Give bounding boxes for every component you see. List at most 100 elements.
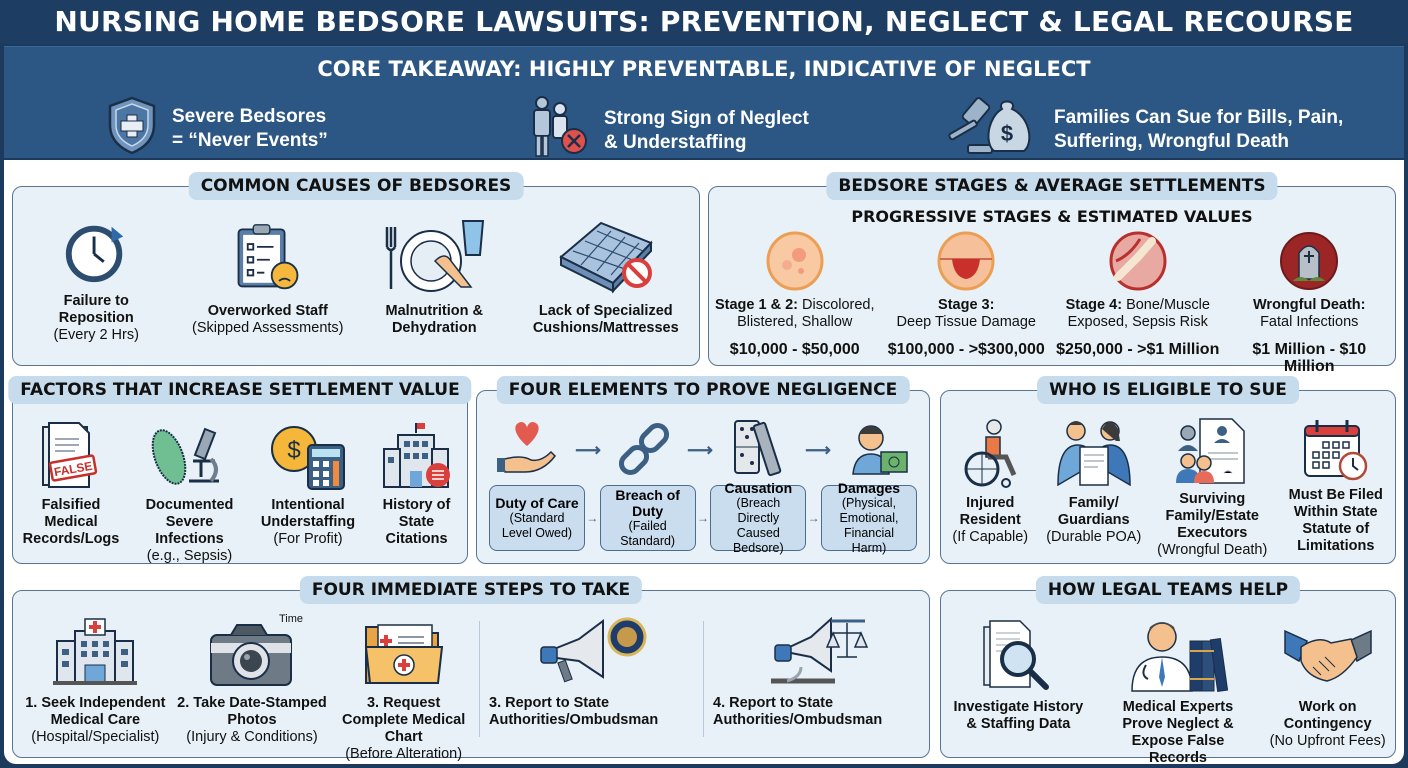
element-label: Breach of Duty: [615, 487, 680, 519]
core-item-line2: Suffering, Wrongful Death: [1054, 130, 1290, 152]
stage-3-icon: [936, 231, 996, 291]
element-duty-box: Duty of Care(Standard Level Owed): [489, 485, 585, 551]
doctor-books-icon: [1128, 619, 1228, 693]
eligible-sub: (Wrongful Death): [1157, 542, 1268, 558]
cause-item: Lack of Specialized Cushions/Mattresses: [521, 217, 691, 337]
step-item: Time 2. Take Date-Stamped Photos (Injury…: [177, 613, 327, 763]
coin-calculator-icon: $: [268, 421, 348, 491]
factor-item: Documented Severe Infections (e.g., Seps…: [135, 421, 245, 565]
hospital-icon: [53, 617, 138, 689]
arrow-icon: ⟶: [805, 440, 831, 460]
eligible-sub: (Durable POA): [1046, 529, 1142, 545]
step-item: 1. Seek Independent Medical Care (Hospit…: [20, 617, 170, 763]
core-takeaway-banner: CORE TAKEAWAY: HIGHLY PREVENTABLE, INDIC…: [4, 46, 1404, 158]
element-sub: (Breach Directly Caused Bedsore): [732, 496, 784, 555]
camera-icon: Time: [209, 613, 303, 689]
document-magnifier-icon: [980, 619, 1056, 693]
step-item: 3. Request Complete Medical Chart (Befor…: [334, 617, 474, 763]
stage-4-icon: [1108, 231, 1168, 291]
factors-title: FACTORS THAT INCREASE SETTLEMENT VALUE: [8, 376, 472, 404]
core-item-never-events: Severe Bedsores= “Never Events”: [104, 95, 328, 162]
arrow-icon: →: [696, 511, 709, 525]
calendar-clock-icon: [1301, 419, 1371, 481]
person-money-icon: [849, 420, 909, 481]
element-label: Damages: [837, 480, 901, 496]
bacteria-microscope-icon: [145, 421, 235, 491]
mattress-icon: [551, 217, 661, 297]
svg-text:FALSE: FALSE: [53, 459, 94, 480]
eligible-label: Family/ Guardians: [1057, 495, 1130, 528]
step-sub: (Injury & Conditions): [186, 729, 318, 745]
stage-item: Stage 4: Bone/Muscle Exposed, Sepsis Ris…: [1055, 231, 1220, 358]
eligible-item: Surviving Family/Estate Executors (Wrong…: [1152, 418, 1272, 559]
arrow-icon: ⟶: [687, 440, 713, 460]
eligible-panel: WHO IS ELIGIBLE TO SUE Injured Resident …: [940, 376, 1396, 564]
step-sub: (Before Alteration): [345, 746, 463, 762]
tombstone-icon: [1279, 231, 1339, 291]
factors-panel: FACTORS THAT INCREASE SETTLEMENT VALUE F…: [8, 376, 472, 565]
elements-title: FOUR ELEMENTS TO PROVE NEGLIGENCE: [496, 376, 910, 404]
divider: [479, 621, 480, 737]
stage-desc: Exposed, Sepsis Risk: [1067, 314, 1208, 330]
shield-cross-icon: [104, 95, 160, 162]
element-sub: (Physical, Emotional, Financial Harm): [839, 496, 899, 555]
stage-value: $1 Million - $10 Million: [1252, 341, 1367, 375]
arrow-icon: →: [586, 511, 599, 525]
legal-label: Work on Contingency: [1283, 699, 1372, 732]
step-label: 3. Request Complete Medical Chart: [342, 695, 466, 745]
cause-label: Overworked Staff: [207, 303, 328, 319]
steps-panel: FOUR IMMEDIATE STEPS TO TAKE 1. Seek Ind…: [12, 576, 930, 762]
factor-label: History of State Citations: [382, 497, 451, 547]
svg-text:$: $: [1001, 121, 1013, 146]
stage-value: $100,000 - >$300,000: [887, 341, 1045, 358]
stage-item: Stage 1 & 2: Discolored, Blistered, Shal…: [712, 231, 877, 358]
element-damages-box: Damages(Physical, Emotional, Financial H…: [820, 480, 917, 555]
arrow-icon: ⟶: [575, 440, 601, 460]
legal-title: HOW LEGAL TEAMS HELP: [1035, 576, 1301, 604]
page-title: NURSING HOME BEDSORE LAWSUITS: PREVENTIO…: [0, 0, 1408, 44]
step-label: 3. Report to State Authorities/Ombudsman: [489, 695, 659, 728]
cause-sub: (Skipped Assessments): [191, 320, 344, 336]
megaphone-seal-icon: [537, 617, 647, 689]
step-item: 4. Report to State Authorities/Ombudsman: [713, 617, 919, 729]
cause-sub: (Every 2 Hrs): [53, 327, 139, 343]
stage-label: Stage 1 & 2:: [714, 297, 798, 313]
factor-item: $ Intentional Understaffing (For Profit): [256, 421, 361, 548]
causes-panel: COMMON CAUSES OF BEDSORES Failure to Rep…: [12, 172, 700, 366]
plate-water-icon: [379, 217, 489, 297]
wheelchair-icon: [955, 419, 1025, 489]
cause-label: Malnutrition & Dehydration: [385, 303, 483, 336]
false-document-icon: FALSE: [36, 421, 106, 491]
megaphone-scales-icon: [761, 617, 871, 689]
core-takeaway-title: CORE TAKEAWAY: HIGHLY PREVENTABLE, INDIC…: [317, 57, 1091, 81]
stage-item: Wrongful Death: Fatal Infections $1 Mill…: [1227, 231, 1392, 375]
core-item-families-sue: $ Families Can Sue for Bills, Pain,Suffe…: [946, 95, 1343, 164]
legal-item: Medical Experts Prove Neglect & Expose F…: [1103, 619, 1253, 767]
stage-item: Stage 3: Deep Tissue Damage $100,000 - >…: [884, 231, 1049, 358]
element-label: Causation: [724, 480, 793, 496]
core-item-line1: Families Can Sue for Bills, Pain,: [1054, 106, 1344, 128]
cause-item: Malnutrition & Dehydration: [364, 217, 504, 337]
eligible-label: Must Be Filed Within State Statute of Li…: [1288, 487, 1383, 554]
element-sub: (Standard Level Owed): [501, 511, 573, 540]
factor-label: Intentional Understaffing: [260, 497, 356, 530]
legal-item: Investigate History & Staffing Data: [948, 619, 1088, 733]
cause-item: Failure to Reposition (Every 2 Hrs): [21, 217, 171, 344]
stage-label: Wrongful Death:: [1253, 297, 1366, 313]
arrow-icon: →: [807, 511, 820, 525]
eligible-item: Injured Resident (If Capable): [945, 419, 1035, 546]
factor-sub: (For Profit): [273, 531, 343, 547]
step-item: 3. Report to State Authorities/Ombudsman: [489, 617, 695, 729]
cause-label: Lack of Specialized Cushions/Mattresses: [532, 303, 679, 336]
divider: [703, 621, 704, 737]
stages-panel: BEDSORE STAGES & AVERAGE SETTLEMENTS PRO…: [708, 172, 1396, 375]
stages-subtitle: PROGRESSIVE STAGES & ESTIMATED VALUES: [851, 207, 1253, 226]
core-item-line2: & Understaffing: [604, 131, 747, 153]
elements-panel: FOUR ELEMENTS TO PROVE NEGLIGENCE ⟶ ⟶ ⟶ …: [476, 376, 930, 564]
medical-folder-icon: [364, 617, 444, 689]
element-label: Duty of Care: [495, 495, 579, 511]
estate-document-icon: [1174, 418, 1250, 485]
element-sub: (Failed Standard): [620, 519, 676, 548]
heart-hand-icon: [497, 420, 557, 481]
eligible-label: Injured Resident: [959, 495, 1021, 528]
